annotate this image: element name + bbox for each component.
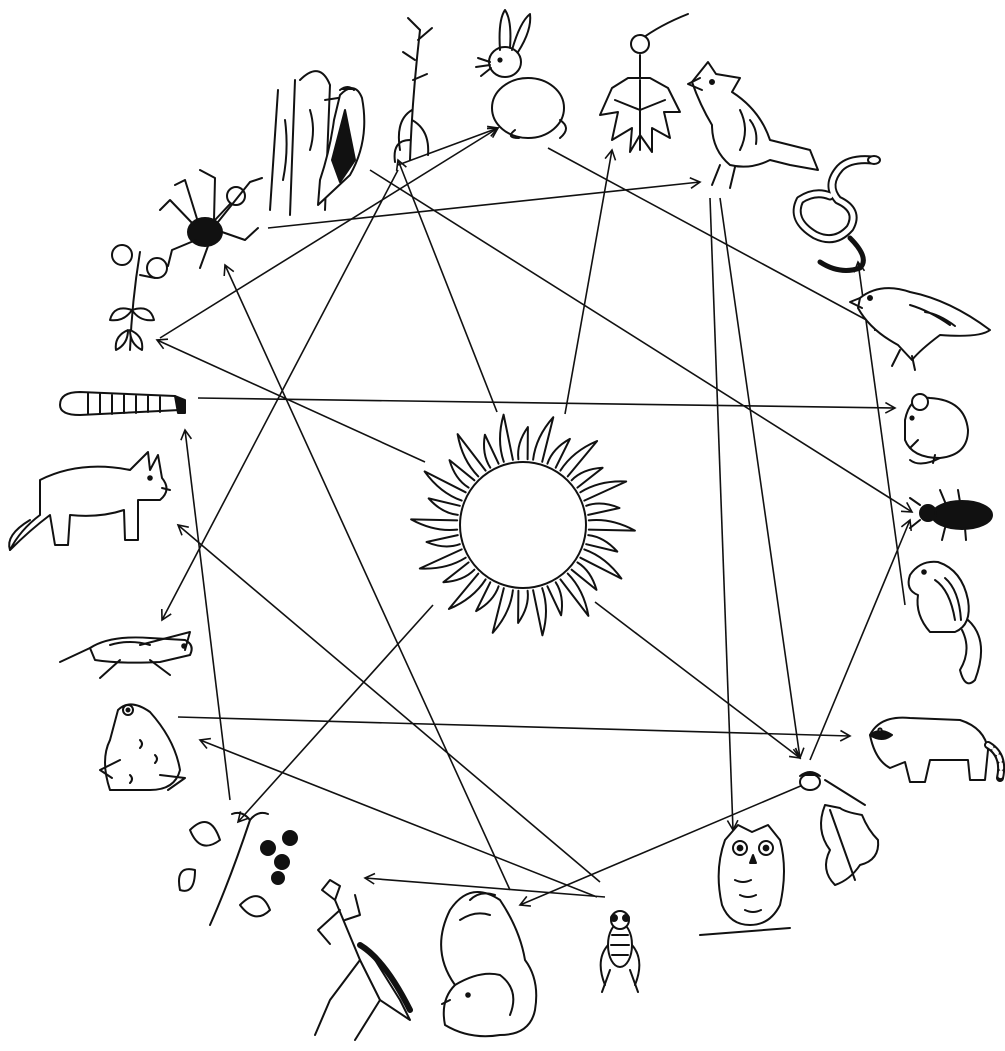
- beetle-icon: [910, 490, 992, 540]
- sun-ray: [547, 582, 562, 615]
- food-link-squirrel-to-spider: [225, 265, 510, 890]
- sun-ray: [420, 549, 466, 568]
- raccoon-icon: [870, 718, 1001, 782]
- woodpecker-icon: [270, 71, 364, 215]
- clover-icon: [110, 245, 167, 350]
- mantis-icon: [315, 880, 410, 1040]
- fox-icon: [9, 452, 170, 550]
- sun-ray: [484, 435, 499, 468]
- snake-icon: [797, 156, 880, 270]
- food-link-sun-to-maple-leaf: [565, 150, 612, 414]
- sun-ray: [450, 460, 475, 488]
- sun-ray: [580, 481, 626, 500]
- sun-ray: [425, 471, 466, 500]
- sun-ray: [586, 504, 619, 515]
- food-link-fly-to-frog: [200, 740, 597, 897]
- squirrel-icon: [441, 892, 536, 1036]
- blackberry-icon: [179, 813, 297, 925]
- food-link-sun-to-blackberry: [238, 605, 433, 822]
- spider-icon: [160, 170, 262, 268]
- food-link-cardinal-to-acorn-oak: [720, 198, 800, 758]
- sun-ray: [586, 535, 617, 552]
- sun-ray: [572, 562, 597, 590]
- sun-ray: [533, 417, 553, 462]
- sun-ray: [589, 520, 635, 531]
- cardinal-icon: [688, 62, 818, 188]
- food-link-cardinal-to-owl: [710, 198, 733, 830]
- sun-ray: [580, 549, 621, 578]
- sun-ray: [411, 519, 457, 530]
- sun-ray: [518, 427, 528, 459]
- rabbit-icon: [476, 10, 566, 138]
- food-link-sun-to-acorn-oak: [595, 602, 800, 758]
- chipmunk-icon: [909, 562, 981, 684]
- mouse-icon: [905, 394, 968, 464]
- fly-icon: [601, 911, 640, 992]
- grass-icon: [395, 18, 432, 162]
- sun-ray: [429, 498, 460, 515]
- grub-icon: [60, 392, 185, 415]
- arrowhead: [901, 502, 912, 512]
- sun-ray: [500, 415, 513, 462]
- oak-acorn-icon: [800, 772, 878, 885]
- maple-leaf-icon: [600, 14, 688, 152]
- sun-ray: [427, 535, 460, 546]
- sun-icon: [411, 415, 635, 636]
- sun-ray: [493, 588, 513, 633]
- sun-ray: [518, 591, 528, 623]
- grasshopper-icon: [60, 632, 192, 678]
- owl-icon: [700, 825, 790, 935]
- frog-icon: [100, 704, 185, 790]
- food-link-blackberry-to-grub: [185, 430, 230, 800]
- sun-ray: [533, 588, 546, 635]
